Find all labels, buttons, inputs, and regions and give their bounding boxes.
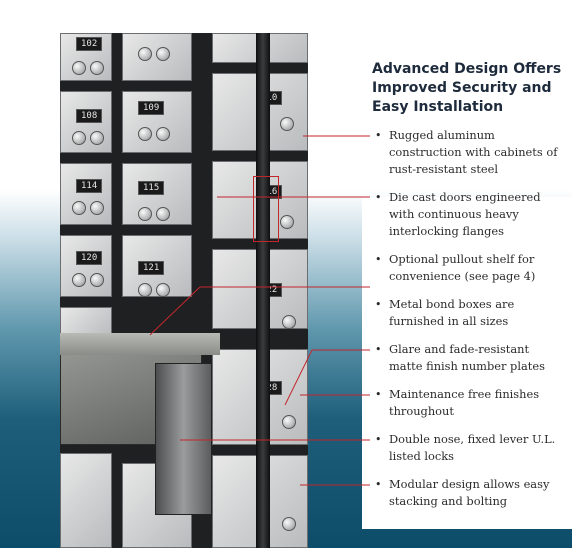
lock-icon [72,131,86,145]
flange-callout-box [253,176,279,242]
continuous-hinge [256,33,270,548]
box-number-plate: 121 [138,261,165,275]
lock-icon [90,61,104,75]
bullet-icon: • [375,298,382,311]
lock-icon [90,131,104,145]
feature-text: Double nose, fixed lever U.L. listed loc… [389,432,556,463]
box-number-plate: 108 [76,109,103,123]
lock-icon [156,207,170,221]
lock-icon [156,127,170,141]
lock-icon [138,47,152,61]
feature-text: Glare and fade-resistant matte finish nu… [389,342,545,373]
feature-item: • Modular design allows easy stacking an… [375,476,566,510]
bullet-icon: • [375,253,382,266]
lock-icon [280,117,294,131]
box-door [60,163,112,225]
box-door [60,235,112,297]
lock-icon [282,415,296,429]
bullet-icon: • [375,388,382,401]
feature-item: • Optional pullout shelf for convenience… [375,251,566,285]
box-number-plate: 120 [76,251,103,265]
lock-icon [282,315,296,329]
box-number-plate: 102 [76,37,103,51]
bullet-icon: • [375,343,382,356]
lock-icon [138,127,152,141]
feature-item: • Glare and fade-resistant matte finish … [375,341,566,375]
lock-icon [138,283,152,297]
feature-text: Maintenance free finishes throughout [389,387,540,418]
feature-text: Optional pullout shelf for convenience (… [389,252,536,283]
open-box-door-with-lock [155,363,212,515]
lock-icon [90,201,104,215]
feature-item: • Metal bond boxes are furnished in all … [375,296,566,330]
bullet-icon: • [375,191,382,204]
lock-icon [156,47,170,61]
bullet-icon: • [375,129,382,142]
lock-icon [72,201,86,215]
feature-item: • Rugged aluminum construction with cabi… [375,127,566,178]
lock-icon [280,215,294,229]
lock-icon [90,273,104,287]
box-number-plate: 115 [138,181,165,195]
lock-icon [282,517,296,531]
page-heading: Advanced Design Offers Improved Security… [372,61,562,115]
feature-item: • Die cast doors engineered with continu… [375,189,566,240]
feature-text: Metal bond boxes are furnished in all si… [389,297,515,328]
feature-item: • Double nose, fixed lever U.L. listed l… [375,431,566,465]
feature-item: • Maintenance free finishes throughout [375,386,566,420]
lock-icon [72,61,86,75]
lock-icon [156,283,170,297]
feature-text: Rugged aluminum construction with cabine… [389,128,558,176]
lock-icon [72,273,86,287]
bullet-icon: • [375,433,382,446]
safe-deposit-boxes-photo: 102 109 110 108 114 115 116 120 121 122 … [60,33,308,548]
box-number-plate: 109 [138,101,165,115]
lock-icon [138,207,152,221]
feature-text: Modular design allows easy stacking and … [389,477,550,508]
bond-box-lid [60,333,220,355]
feature-panel-backdrop [362,197,572,529]
box-number-plate: 114 [76,179,103,193]
box-door [60,453,112,548]
feature-text: Die cast doors engineered with continuou… [389,190,541,238]
bullet-icon: • [375,478,382,491]
